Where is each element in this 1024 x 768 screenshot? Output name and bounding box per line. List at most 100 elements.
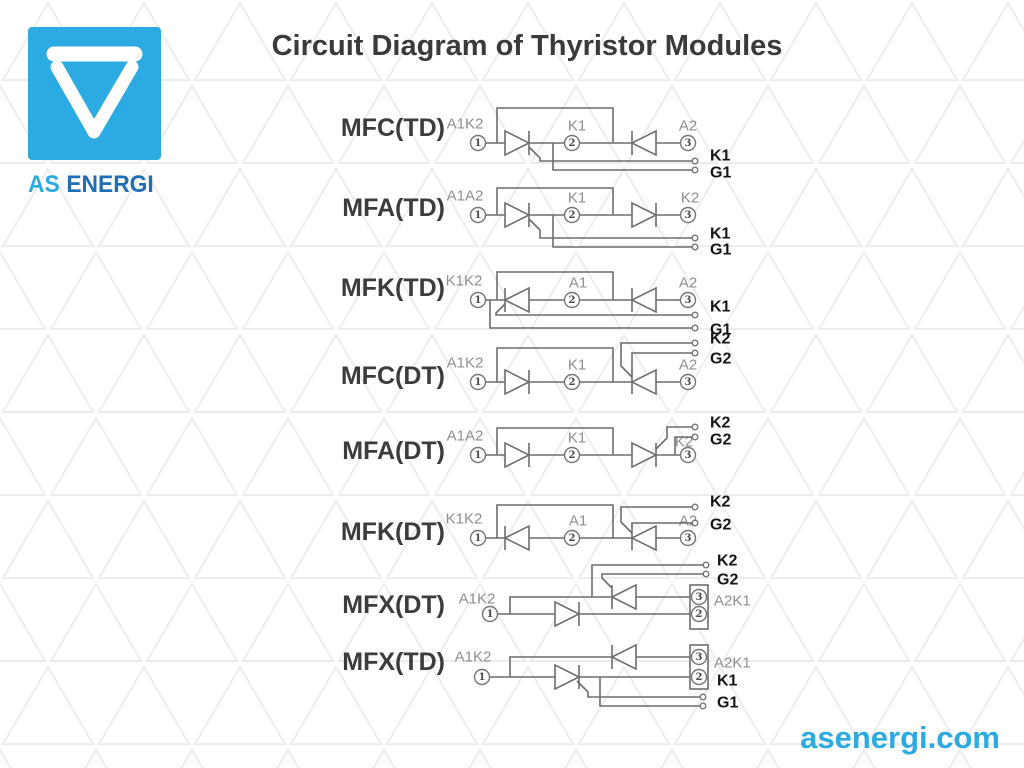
wire <box>495 303 692 316</box>
terminal-2: 2A1 <box>563 275 587 309</box>
svg-text:A2: A2 <box>679 275 697 292</box>
tap-terminal-K2: K2 <box>691 415 731 432</box>
diode-symbol <box>610 643 637 671</box>
thyristor-symbol <box>504 201 531 229</box>
svg-text:A1K2: A1K2 <box>447 355 484 372</box>
svg-text:G2: G2 <box>717 572 738 589</box>
diode-symbol <box>631 201 658 229</box>
block-label: A2K1 <box>714 593 751 610</box>
wire <box>552 143 692 171</box>
website-watermark: asenergi.com <box>800 720 1000 755</box>
terminal-2: 2K1 <box>563 118 586 152</box>
svg-text:2: 2 <box>569 533 576 544</box>
terminal-2: 2A1 <box>563 513 587 547</box>
svg-text:1: 1 <box>475 450 482 461</box>
svg-text:G2: G2 <box>710 432 731 449</box>
tap-terminal-K1: K1 <box>691 299 731 319</box>
tap-terminal-K1: K1 <box>691 226 731 243</box>
module-name: MFC(DT) <box>341 362 445 390</box>
diode-symbol <box>554 600 581 628</box>
tap-terminal-G1: G1 <box>691 165 731 182</box>
block-label: A2K1 <box>714 655 751 672</box>
page-title: Circuit Diagram of Thyristor Modules <box>271 30 783 62</box>
tap-terminal-K2: K2 <box>702 553 738 570</box>
svg-text:K2: K2 <box>710 494 731 511</box>
thyristor-symbol <box>631 441 658 469</box>
svg-text:2: 2 <box>569 450 576 461</box>
svg-text:3: 3 <box>685 210 692 221</box>
logo-text-as: AS <box>28 171 60 198</box>
terminal-2: 2K1 <box>563 190 586 224</box>
svg-text:G1: G1 <box>710 165 731 182</box>
terminal-1: 1 A1K2 <box>447 116 487 152</box>
terminal-3: 3A2 <box>679 357 697 391</box>
svg-text:K2: K2 <box>710 415 731 432</box>
wire <box>509 656 612 677</box>
svg-text:A1: A1 <box>569 513 587 530</box>
wire <box>496 271 614 300</box>
logo-mark <box>28 27 161 160</box>
svg-text:3: 3 <box>685 533 692 544</box>
svg-text:2: 2 <box>569 377 576 388</box>
wire <box>576 680 700 698</box>
module-name: MFC(TD) <box>341 114 445 142</box>
svg-text:K1K2: K1K2 <box>446 273 483 290</box>
svg-text:K1: K1 <box>568 430 586 447</box>
terminal-3: 3A2 <box>679 513 697 547</box>
module-name: MFK(DT) <box>341 518 445 546</box>
wire <box>509 596 612 614</box>
tap-terminal-G2: G2 <box>691 349 731 368</box>
wire <box>620 342 692 378</box>
module-name: MFK(TD) <box>341 274 445 302</box>
svg-text:2: 2 <box>696 609 703 620</box>
terminal-1: 1 K1K2 <box>446 511 487 547</box>
wire <box>552 215 692 248</box>
svg-text:G1: G1 <box>710 242 731 259</box>
svg-text:A1: A1 <box>569 275 587 292</box>
svg-text:3: 3 <box>696 592 703 603</box>
svg-text:A1K2: A1K2 <box>455 649 492 666</box>
svg-text:K1K2: K1K2 <box>446 511 483 528</box>
svg-text:3: 3 <box>685 295 692 306</box>
terminal-2: 2 <box>690 605 708 623</box>
svg-text:G2: G2 <box>710 351 731 368</box>
module-name: MFA(DT) <box>342 437 445 465</box>
wire <box>496 427 614 455</box>
svg-text:3: 3 <box>685 450 692 461</box>
svg-text:2: 2 <box>696 672 703 683</box>
svg-text:3: 3 <box>685 377 692 388</box>
tap-terminal-K2: K2 <box>691 331 731 348</box>
svg-text:G1: G1 <box>710 322 731 339</box>
svg-text:G2: G2 <box>710 517 731 534</box>
svg-text:K1: K1 <box>710 148 731 165</box>
tap-terminal-K2: K2 <box>691 494 731 511</box>
svg-text:A1K2: A1K2 <box>459 591 496 608</box>
svg-text:1: 1 <box>475 138 482 149</box>
terminal-3: 3A2 <box>679 118 697 152</box>
svg-text:A2: A2 <box>679 357 697 374</box>
tap-terminal-G2: G2 <box>691 432 731 449</box>
svg-text:1: 1 <box>475 533 482 544</box>
svg-text:K2: K2 <box>710 331 731 348</box>
thyristor-symbol <box>554 663 581 691</box>
svg-text:A2: A2 <box>679 118 697 135</box>
svg-text:K2: K2 <box>675 434 693 451</box>
svg-text:K2: K2 <box>717 553 738 570</box>
svg-text:A1K2: A1K2 <box>447 116 484 133</box>
wire <box>620 506 692 534</box>
diode-symbol <box>630 286 657 314</box>
wire <box>591 564 703 597</box>
wire <box>674 436 692 455</box>
